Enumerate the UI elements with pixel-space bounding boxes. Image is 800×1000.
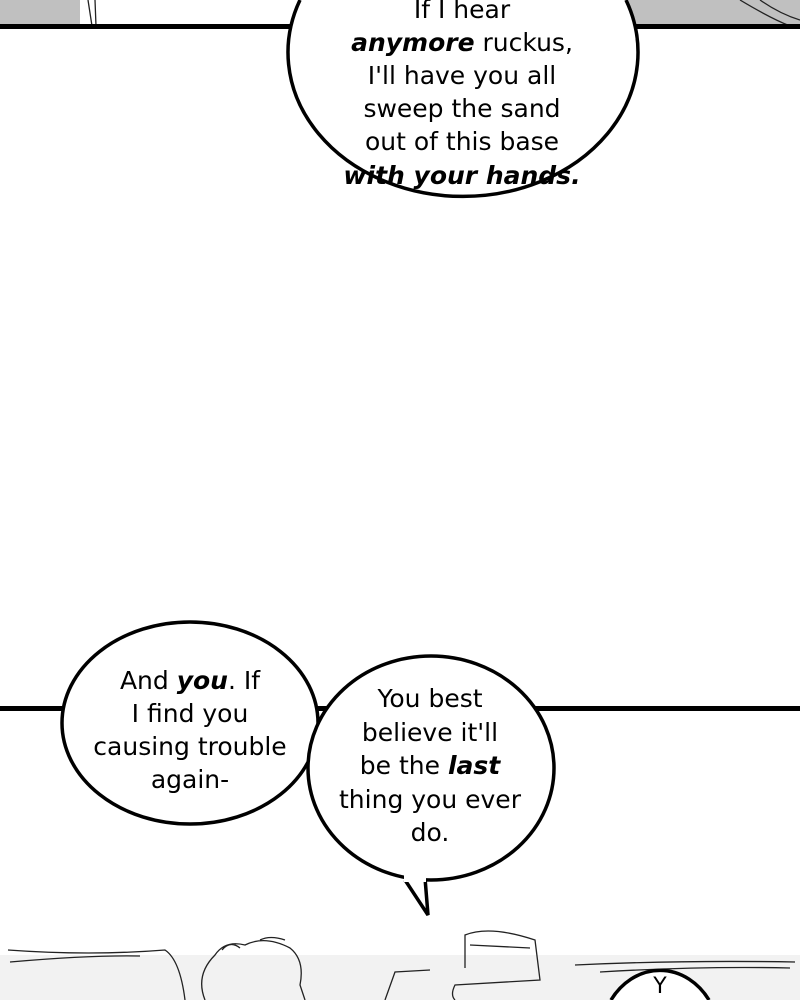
speech-bubble-right: You best believe it'll be the last thing…: [306, 654, 556, 916]
speech-bubble-top: If I hear anymore ruckus, I'll have you …: [286, 0, 640, 199]
bubble-line: And you. If: [120, 666, 261, 695]
bubble-line: out of this base: [365, 127, 559, 156]
bubble-line: thing you ever: [339, 785, 522, 814]
bubble-line: again-: [151, 765, 229, 794]
speech-bubble-partial: Y: [609, 968, 711, 1000]
sketch-lines: [87, 0, 97, 27]
panel-gray-left: [0, 0, 80, 26]
bubble-line: I find you: [132, 699, 249, 728]
bubble-line: You best: [376, 684, 482, 713]
bubble-line: sweep the sand: [363, 94, 560, 123]
bubble-line: I'll have you all: [368, 61, 556, 90]
bubble-line: do.: [411, 818, 450, 847]
bubble-line: anymore ruckus,: [351, 28, 573, 57]
bubble-line: Y: [652, 974, 667, 999]
bubble-line: with your hands.: [343, 161, 580, 190]
bubble-line: be the last: [360, 751, 501, 780]
bubble-line: If I hear: [414, 0, 511, 24]
bubble-line: causing trouble: [93, 732, 286, 761]
panel-gray-right: [620, 0, 800, 26]
bubble-line: believe it'll: [362, 718, 498, 747]
speech-bubble-left: And you. If I find you causing trouble a…: [60, 620, 320, 826]
